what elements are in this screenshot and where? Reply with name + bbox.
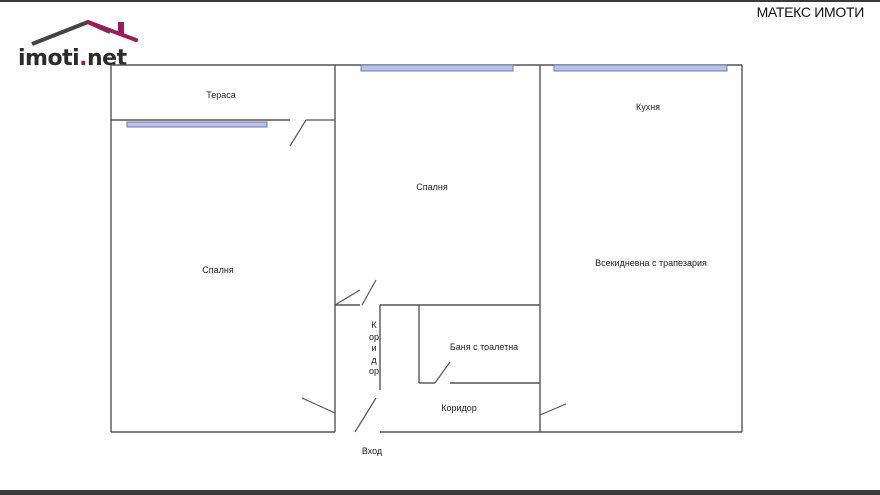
room-label-kitchen: Кухня bbox=[635, 102, 661, 112]
door-terrace bbox=[289, 119, 307, 147]
window-left-bedroom bbox=[126, 121, 268, 128]
bottom-border bbox=[0, 490, 880, 495]
walls bbox=[110, 64, 743, 433]
room-label-entrance: Вход bbox=[361, 446, 383, 456]
door-bedroom-middle bbox=[334, 289, 361, 306]
room-label-terrace: Тераса bbox=[206, 90, 236, 100]
room-label-corridor-vertical: Коридор bbox=[369, 320, 380, 376]
door-left-bedroom bbox=[301, 397, 336, 414]
room-label-bedroom-middle: Спалня bbox=[416, 182, 448, 192]
door-corridor-top bbox=[361, 279, 377, 306]
room-label-living-dining: Всекидневна с трапезария bbox=[595, 258, 707, 268]
top-border bbox=[0, 0, 880, 2]
room-label-bedroom-left: Спалня bbox=[202, 265, 234, 275]
window-kitchen bbox=[553, 64, 728, 72]
windows bbox=[126, 64, 728, 128]
logo-text: imoti.net bbox=[18, 46, 127, 71]
agency-watermark: МАТЕКС ИМОТИ bbox=[756, 4, 865, 20]
imoti-logo[interactable]: imoti.net bbox=[18, 18, 158, 72]
logo-tld: net bbox=[87, 46, 127, 71]
logo-dot: . bbox=[79, 46, 87, 71]
doors bbox=[289, 119, 567, 433]
door-bathroom bbox=[434, 361, 451, 384]
house-roof-icon bbox=[31, 20, 138, 46]
door-living bbox=[539, 403, 567, 416]
logo-name: imoti bbox=[18, 46, 80, 71]
door-entrance bbox=[354, 397, 377, 433]
window-middle-bedroom bbox=[360, 64, 514, 72]
room-label-corridor-horizontal: Коридор bbox=[441, 403, 477, 413]
room-label-bathroom: Баня с тоалетна bbox=[449, 342, 519, 352]
